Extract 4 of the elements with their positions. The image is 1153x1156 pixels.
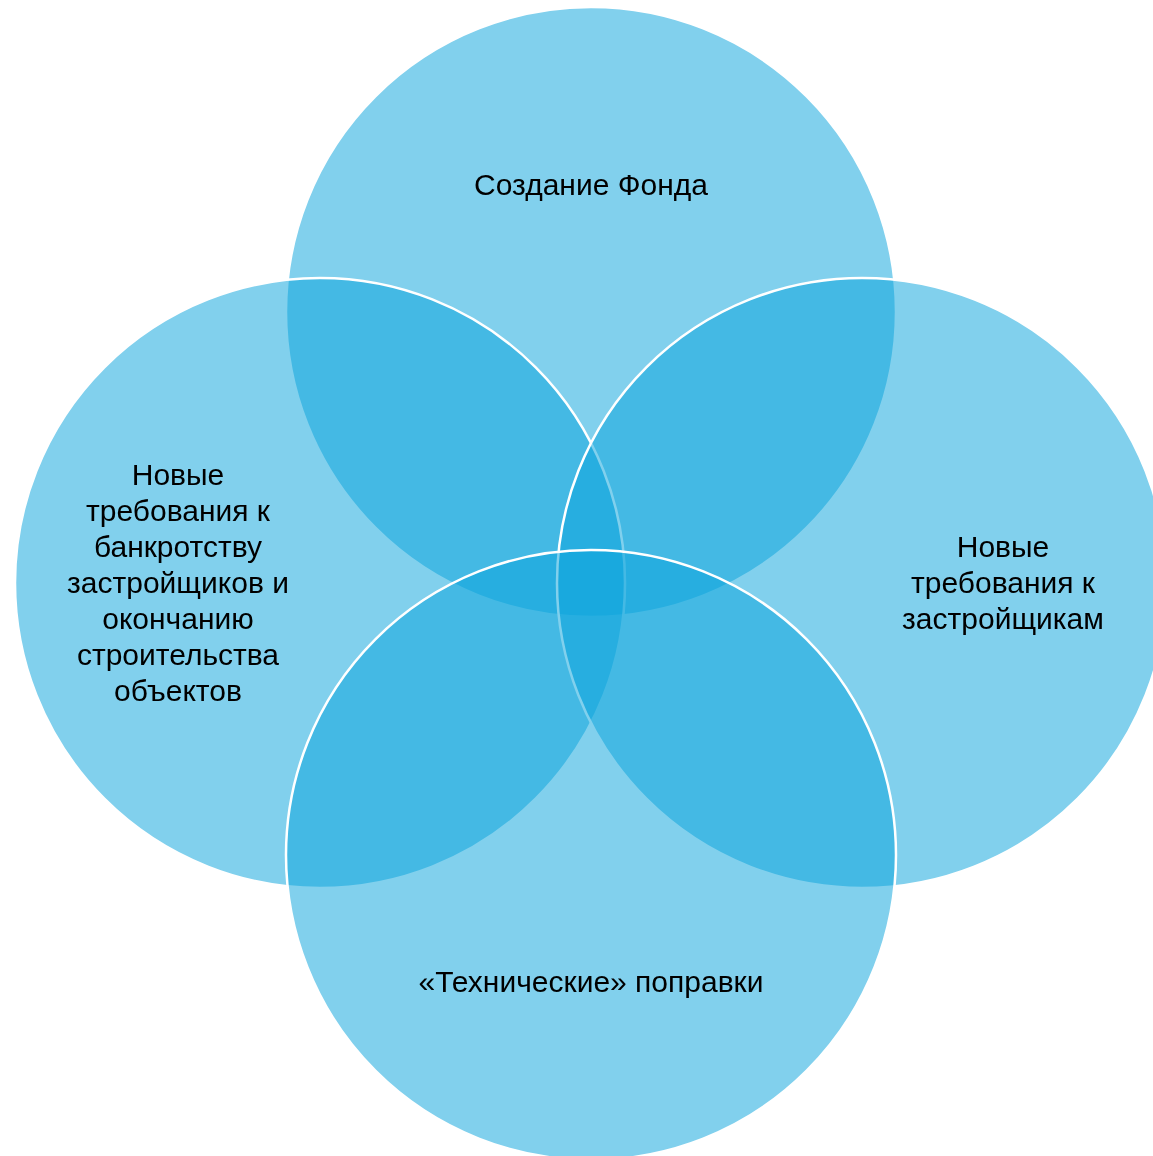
circle-label: «Технические» поправки (417, 964, 765, 1000)
circle-label: Создание Фонда (473, 167, 709, 203)
circle-label: Новые требования к застройщикам (901, 529, 1105, 637)
circle-label: Новые требования к банкротству застройщиков и окончанию строительства объектов (66, 457, 290, 709)
